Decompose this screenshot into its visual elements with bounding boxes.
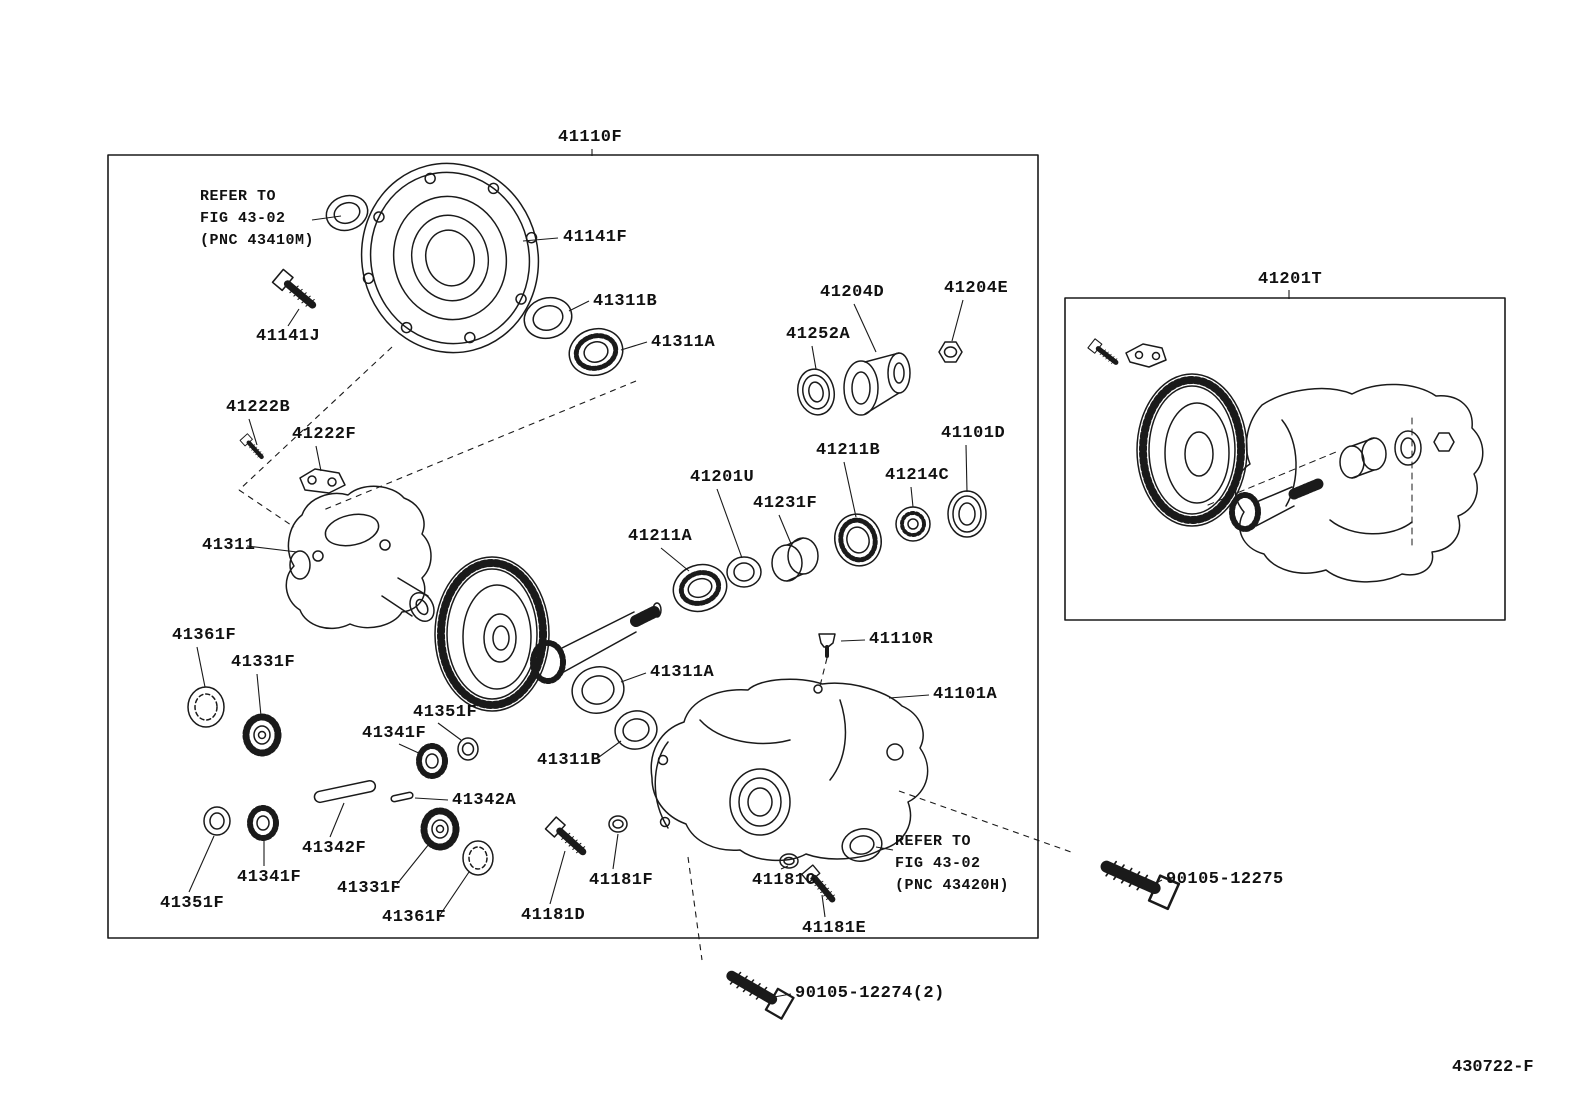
part-label-41351F-2: 41351F (160, 894, 225, 913)
part-label-41311B-2: 41311B (537, 751, 602, 770)
ring-gear-drawing (434, 556, 550, 712)
nut-41204e-drawing (938, 341, 963, 363)
part-label-41141J: 41141J (256, 327, 321, 346)
bearing-41211a-drawing (672, 563, 728, 613)
part-label-41201T: 41201T (1258, 270, 1323, 289)
part-label-41331F-2: 41331F (337, 879, 402, 898)
part-label-41181E: 41181E (802, 919, 867, 938)
part-label-41101A: 41101A (933, 685, 998, 704)
diff-case-41311-drawing (285, 485, 435, 630)
sub-assembly-41201t-drawing (1125, 343, 1484, 583)
part-label-41110F: 41110F (558, 128, 623, 147)
breather-plug-41110r-drawing (818, 633, 836, 658)
washer-41181f-drawing (608, 815, 628, 833)
part-label-41201U: 41201U (690, 468, 755, 487)
part-label-41311A-2: 41311A (650, 663, 715, 682)
part-label-41341F-1: 41341F (362, 724, 427, 743)
part-label-41222B: 41222B (226, 398, 291, 417)
part-label-41342A: 41342A (452, 791, 517, 810)
part-label-41222F: 41222F (292, 425, 357, 444)
spacer-41231f-drawing (771, 537, 819, 582)
part-label-41331F-1: 41331F (231, 653, 296, 672)
carrier-housing-41101a-drawing (650, 678, 929, 862)
main-assembly-box (107, 154, 1039, 939)
bracket-41222f-drawing (299, 468, 346, 494)
part-label-41181F: 41181F (589, 871, 654, 890)
part-label-41211A: 41211A (628, 527, 693, 546)
doc-number: 430722-F (1452, 1058, 1534, 1077)
part-label-41181G: 41181G (752, 871, 817, 890)
part-label-41361F-1: 41361F (172, 626, 237, 645)
seal-41101d-drawing (947, 490, 987, 538)
part-label-41361F-2: 41361F (382, 908, 447, 927)
part-label-90105-12275: 90105-12275 (1166, 870, 1284, 889)
part-label-41351F-1: 41351F (413, 703, 478, 722)
companion-flange-41204d-drawing (843, 352, 911, 416)
part-label-41231F: 41231F (753, 494, 818, 513)
part-label-41101D: 41101D (941, 424, 1006, 443)
part-label-41311A-1: 41311A (651, 333, 716, 352)
ref-note-pnc-43420h: REFER TO FIG 43-02 (PNC 43420H) (895, 833, 1010, 894)
alignment-dashed-lines (238, 346, 1072, 961)
part-label-41342F: 41342F (302, 839, 367, 858)
gasket-41181g-drawing (779, 853, 799, 869)
ref-note-pnc-43410m: REFER TO FIG 43-02 (PNC 43410M) (200, 188, 315, 249)
part-label-41141F: 41141F (563, 228, 628, 247)
diff-gear-kit-drawing (187, 686, 494, 876)
part-label-41204D: 41204D (820, 283, 885, 302)
part-label-41181D: 41181D (521, 906, 586, 925)
seal-41252a-drawing (797, 368, 835, 416)
part-label-41204E: 41204E (944, 279, 1009, 298)
part-label-90105-12274: 90105-12274(2) (795, 984, 945, 1003)
washer-41201u-drawing (726, 556, 762, 588)
washer-41214c-drawing (895, 506, 931, 542)
seal-41311b2-drawing (614, 710, 658, 750)
bearing-41211b-drawing (834, 513, 882, 567)
part-label-41252A: 41252A (786, 325, 851, 344)
seal-pnc43410m-drawing (325, 194, 369, 232)
seal-41311a2-drawing (571, 666, 625, 714)
seal-41311b1-drawing (523, 296, 573, 340)
drive-pinion-drawing (530, 602, 662, 684)
part-label-41311B-1: 41311B (593, 292, 658, 311)
part-label-41311: 41311 (202, 536, 256, 555)
bearing-41311a1-drawing (568, 327, 624, 377)
part-label-41211B: 41211B (816, 441, 881, 460)
carrier-cover-drawing (360, 162, 540, 354)
part-label-41341F-2: 41341F (237, 868, 302, 887)
seal-pnc43420h-drawing (841, 828, 883, 862)
sub-assembly-box (1064, 297, 1506, 621)
part-label-41214C: 41214C (885, 466, 950, 485)
part-label-41110R: 41110R (869, 630, 934, 649)
